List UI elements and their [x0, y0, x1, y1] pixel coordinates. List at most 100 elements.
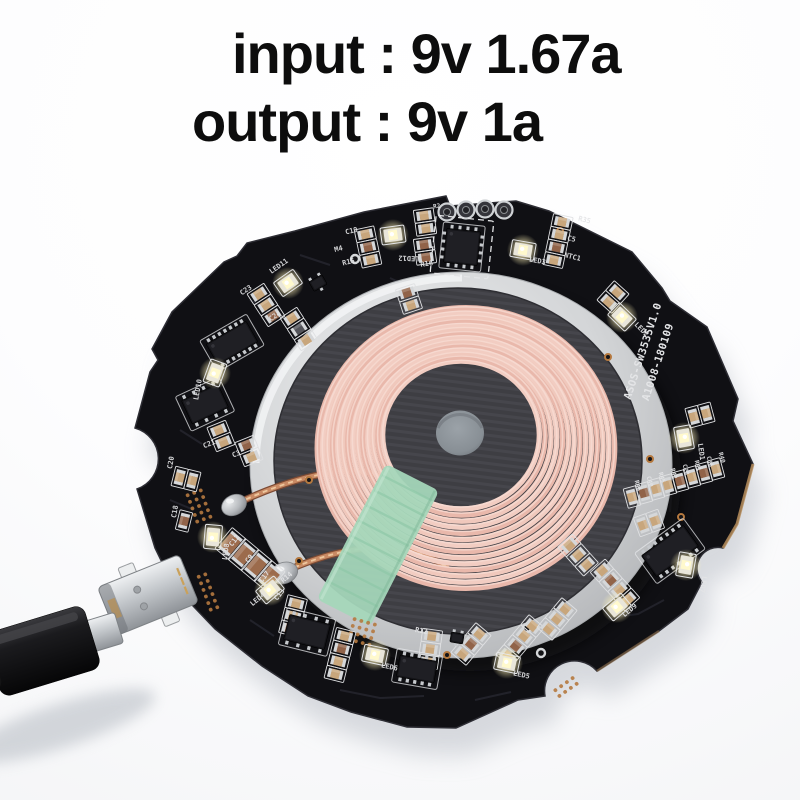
led [601, 591, 633, 623]
svg-text:LED1: LED1 [696, 443, 706, 461]
svg-text:LED6: LED6 [380, 661, 398, 672]
silk-label: LED8 [221, 543, 231, 561]
smd-cluster [395, 283, 423, 315]
svg-text:R41: R41 [693, 459, 703, 472]
led [491, 647, 523, 679]
silk-label: LED3 [528, 256, 546, 267]
svg-text:LED10: LED10 [192, 379, 204, 401]
silk-label: R15 [341, 257, 355, 268]
svg-text:R42: R42 [669, 467, 679, 480]
hole-inner-shadow [436, 412, 484, 429]
svg-text:C5: C5 [566, 234, 576, 244]
svg-text:C28: C28 [681, 463, 691, 476]
via [604, 353, 612, 361]
svg-text:R35: R35 [577, 215, 591, 226]
pcb-edge-copper-2 [596, 629, 660, 673]
smd-cluster [590, 558, 640, 612]
silk-label: C3 [231, 449, 242, 460]
qfn-silkscreen-box [429, 214, 495, 280]
smd-cluster [682, 465, 702, 489]
svg-text:LED3: LED3 [528, 256, 546, 267]
overlay-output-spec: output : 9v 1a [192, 90, 543, 153]
disc-highlight [252, 274, 463, 464]
silk-label: LED1 [696, 443, 706, 461]
svg-text:LED12: LED12 [398, 254, 419, 263]
silk-label: C19 [344, 226, 358, 237]
via [305, 476, 313, 484]
silk-label: LED5 [512, 669, 530, 680]
dual-ic [278, 607, 336, 657]
usb-cable-plug [0, 606, 124, 701]
silk-label: C36 [705, 455, 715, 468]
svg-text:R46: R46 [633, 479, 643, 492]
svg-text:R2: R2 [433, 202, 442, 210]
via-grid [185, 488, 213, 524]
silk-label: C9 [244, 553, 255, 565]
via [646, 455, 654, 463]
smd-cluster [536, 597, 578, 641]
silk-label: NTC1 [563, 251, 581, 263]
svg-text:LED8: LED8 [221, 543, 231, 561]
svg-text:NTC1: NTC1 [563, 251, 581, 263]
via [443, 651, 451, 659]
pcb-edge-copper [721, 463, 755, 549]
svg-text:LED5: LED5 [512, 669, 530, 680]
smd-cluster [170, 465, 202, 493]
smd-cluster [246, 283, 286, 327]
smd-cluster [234, 435, 264, 467]
via-grid [553, 676, 579, 698]
silk-label: R42 [669, 467, 679, 480]
smd-cluster [706, 457, 726, 481]
overlay-input-spec: input : 9v 1.67a [232, 22, 622, 85]
svg-text:C19: C19 [344, 226, 358, 237]
smd-cluster [412, 207, 438, 237]
via-grid [196, 572, 220, 612]
smd-cluster [684, 401, 716, 429]
silk-label: R41 [693, 459, 703, 472]
silk-label: LED6 [380, 661, 398, 672]
silk-label: M4 [333, 244, 343, 254]
smd-cluster [279, 307, 319, 351]
charging-coil [314, 305, 618, 592]
svg-text:M4: M4 [333, 244, 343, 254]
dual-ic [391, 648, 443, 690]
silk-label: R2 [433, 202, 442, 210]
sot-ic [308, 272, 327, 292]
silk-label: R12 [414, 626, 428, 636]
silk-label: LED12 [398, 254, 419, 263]
smd-cluster [450, 622, 492, 666]
via [349, 253, 361, 265]
svg-text:C9: C9 [244, 553, 255, 565]
led [254, 574, 286, 606]
silk-label: R46 [633, 479, 643, 492]
smd-cluster [412, 236, 438, 266]
coil-tape [318, 465, 438, 625]
smd-cluster [542, 213, 574, 269]
silk-label: C5 [566, 234, 576, 244]
smd-cluster [206, 420, 236, 452]
svg-text:R16: R16 [420, 259, 434, 269]
led [272, 267, 304, 299]
led [668, 422, 700, 454]
round-pad [456, 200, 476, 220]
ic-chips [175, 221, 706, 690]
silk-label: R16 [420, 259, 434, 269]
round-pad [475, 199, 495, 219]
smd-cluster [633, 508, 665, 538]
led [359, 639, 391, 671]
dual-ic [175, 376, 235, 432]
smd-cluster [670, 469, 690, 493]
silk-label: R40 [717, 451, 727, 464]
led [199, 357, 231, 389]
smd-cluster [596, 280, 630, 314]
svg-text:R45: R45 [657, 471, 667, 484]
smd-cluster [658, 473, 678, 497]
svg-text:C36: C36 [705, 455, 715, 468]
via-dot-grids [185, 488, 579, 698]
round-pad [494, 200, 514, 220]
led [507, 234, 539, 266]
round-pad [437, 202, 457, 222]
status-leds [197, 219, 702, 679]
